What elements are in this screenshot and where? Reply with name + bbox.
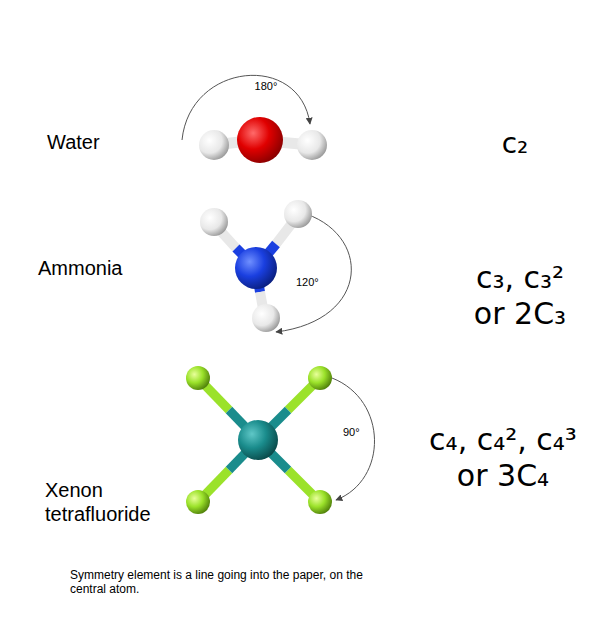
angle-label: 180°	[236, 80, 296, 93]
symmetry-operation: c₄, c₄², c₄³ or 3C₄	[415, 422, 591, 494]
caption-note: Symmetry element is a line going into th…	[70, 568, 375, 597]
molecule-name: Ammonia	[38, 256, 168, 280]
molecule-name: Xenon tetrafluoride	[45, 478, 180, 526]
angle-label: 90°	[343, 426, 383, 439]
molecule-name: Water	[47, 130, 167, 154]
angle-label: 120°	[296, 276, 346, 289]
symmetry-operation: c₃, c₃² or 2C₃	[462, 260, 578, 332]
symmetry-operation: c₂	[470, 127, 560, 161]
